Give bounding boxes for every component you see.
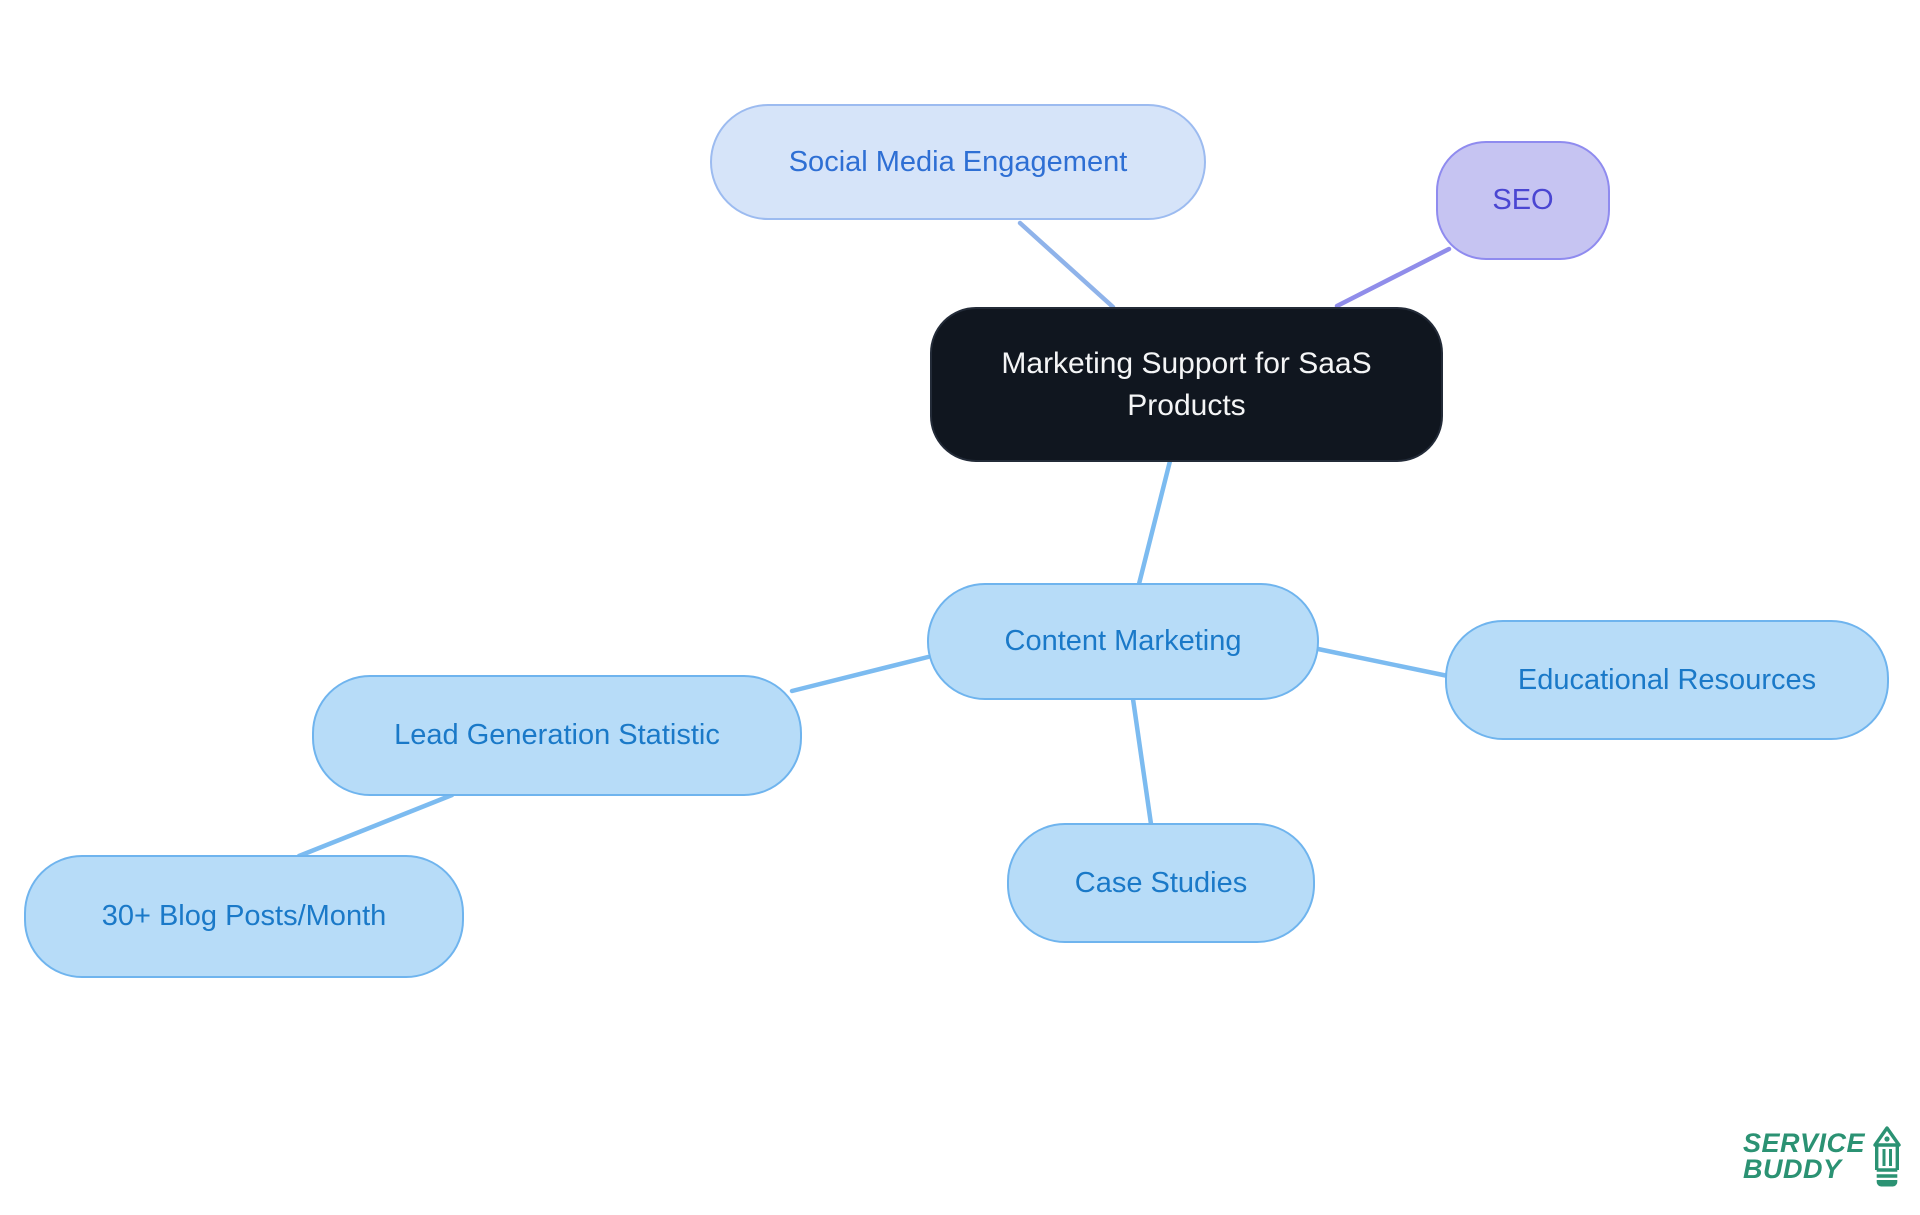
service-buddy-logo: SERVICE BUDDY (1743, 1126, 1902, 1188)
node-label: Social Media Engagement (788, 145, 1128, 178)
pencil-icon (1873, 1126, 1901, 1187)
node-label: Case Studies (1074, 866, 1248, 899)
node-social-media-engagement[interactable]: Social Media Engagement (710, 104, 1206, 220)
node-content-marketing[interactable]: Content Marketing (927, 583, 1319, 700)
logo-line-2: BUDDY (1743, 1154, 1842, 1184)
node-label: Content Marketing (1004, 625, 1242, 657)
logo-line-1: SERVICE (1743, 1128, 1866, 1159)
node-lead-generation-statistic[interactable]: Lead Generation Statistic (312, 675, 802, 796)
edge-central-content-marketing (1136, 458, 1173, 587)
service-buddy-wordmark: SERVICE BUDDY (1743, 1128, 1866, 1184)
edge-central-seo (1334, 246, 1452, 309)
node-label: 30+ Blog Posts/Month (101, 900, 387, 932)
node-educational-resources[interactable]: Educational Resources (1445, 620, 1889, 740)
edge-central-social-media (1017, 220, 1116, 310)
node-label: Educational Resources (1517, 663, 1817, 696)
node-label: Marketing Support for SaaS Products (1001, 347, 1372, 422)
node-seo[interactable]: SEO (1436, 141, 1610, 260)
edge-lead-generation-blog-posts (296, 792, 455, 859)
node-blog-posts-month[interactable]: 30+ Blog Posts/Month (24, 855, 464, 978)
node-label: SEO (1492, 184, 1554, 216)
node-case-studies[interactable]: Case Studies (1007, 823, 1315, 943)
node-label: Lead Generation Statistic (394, 719, 720, 751)
node-central-marketing-support[interactable]: Marketing Support for SaaS Products (930, 307, 1443, 462)
edge-content-marketing-case-studies (1130, 696, 1154, 827)
edge-content-marketing-educational-resources (1315, 646, 1451, 679)
edge-content-marketing-lead-generation (789, 654, 931, 694)
